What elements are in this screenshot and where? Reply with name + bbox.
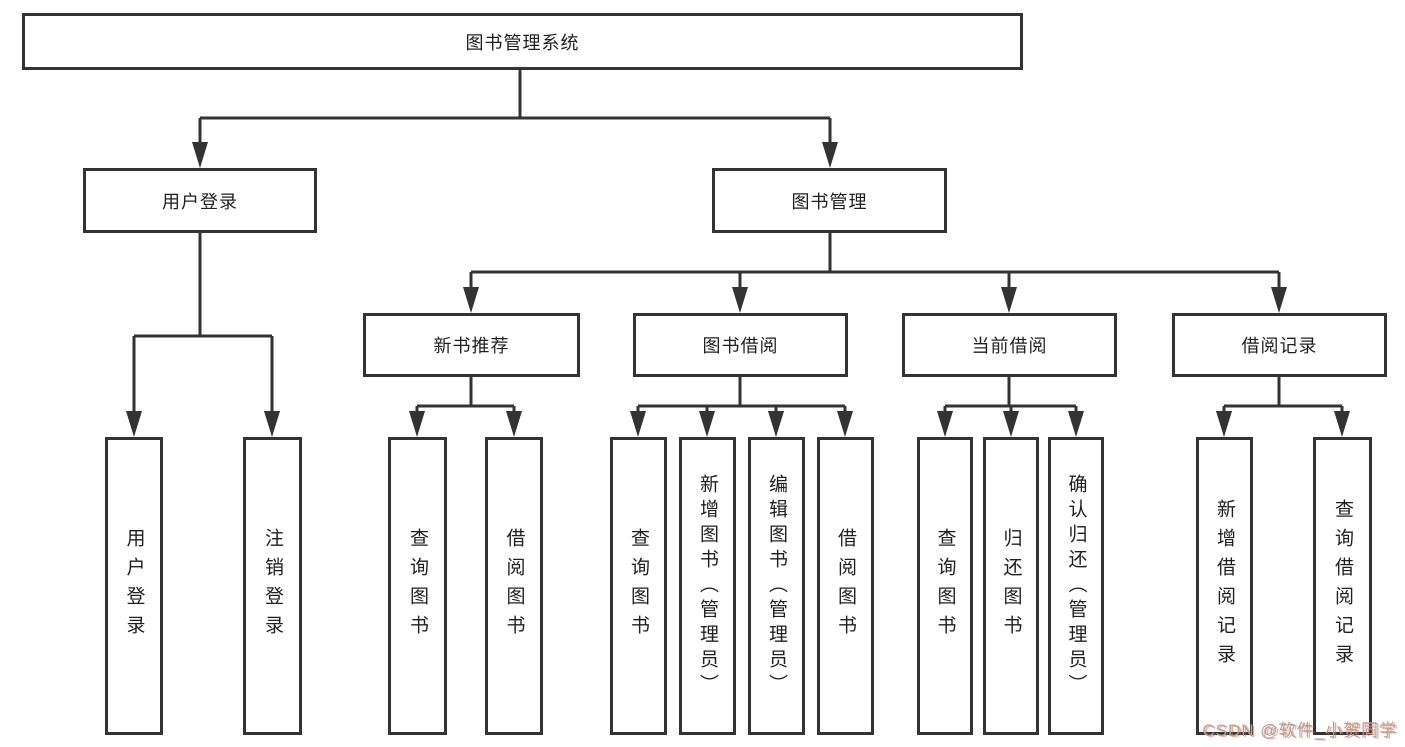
connector-path — [469, 233, 1281, 293]
arrowhead-down-icon — [409, 411, 425, 437]
arrowhead-down-icon — [1001, 287, 1017, 313]
arrowhead-down-icon — [837, 411, 853, 437]
node-label: 借阅记录 — [1241, 336, 1318, 356]
arrowhead-down-icon — [126, 411, 142, 437]
leaf-add-books-admin: 新增图书（管理员） — [679, 437, 736, 735]
leaf-query-borrow-record: 查询借阅记录 — [1313, 437, 1372, 735]
arrowhead-down-icon — [1216, 411, 1232, 437]
arrowhead-down-icon — [506, 411, 522, 437]
connector-path — [636, 377, 847, 417]
node-label: 新增图书（管理员） — [697, 473, 718, 699]
leaf-query-books-borrow: 查询图书 — [610, 437, 667, 735]
node-library-management-system: 图书管理系统 — [22, 13, 1023, 70]
leaf-logout: 注销登录 — [243, 437, 302, 735]
arrowhead-down-icon — [192, 142, 208, 168]
node-borrowing-records: 借阅记录 — [1172, 313, 1387, 377]
node-user-login-module: 用户登录 — [83, 168, 317, 233]
node-label: 查询图书 — [407, 528, 428, 644]
node-label: 新增借阅记录 — [1214, 499, 1235, 673]
leaf-query-books-newrec: 查询图书 — [388, 437, 447, 735]
leaf-edit-books-admin: 编辑图书（管理员） — [748, 437, 805, 735]
leaf-user-login: 用户登录 — [105, 437, 163, 735]
node-label: 借阅图书 — [835, 528, 856, 644]
node-label: 当前借阅 — [971, 336, 1048, 356]
node-label: 编辑图书（管理员） — [766, 473, 787, 699]
arrowhead-down-icon — [630, 411, 646, 437]
node-label: 用户登录 — [162, 191, 238, 212]
arrowhead-down-icon — [699, 411, 715, 437]
leaf-borrow-books-newrec: 借阅图书 — [485, 437, 543, 735]
node-label: 查询图书 — [934, 528, 956, 644]
arrowhead-down-icon — [1271, 287, 1287, 313]
leaf-query-books-current: 查询图书 — [917, 437, 973, 735]
connector-path — [132, 233, 274, 417]
arrowhead-down-icon — [1003, 411, 1019, 437]
node-label: 查询借阅记录 — [1332, 499, 1353, 673]
connector-path — [943, 377, 1078, 417]
connector-path — [415, 377, 516, 417]
node-label: 归还图书 — [1000, 528, 1022, 644]
node-label: 确认归还（管理员） — [1065, 473, 1087, 699]
node-current-borrowing: 当前借阅 — [902, 313, 1117, 377]
node-label: 图书管理系统 — [465, 32, 580, 53]
node-book-borrowing: 图书借阅 — [633, 313, 848, 377]
node-label: 借阅图书 — [503, 528, 525, 644]
arrowhead-down-icon — [463, 287, 479, 313]
node-label: 注销登录 — [262, 528, 283, 644]
arrowhead-down-icon — [822, 142, 838, 168]
arrowhead-down-icon — [1068, 411, 1084, 437]
node-label: 查询图书 — [628, 528, 649, 644]
arrowhead-down-icon — [264, 411, 280, 437]
node-label: 新书推荐 — [433, 336, 510, 356]
node-label: 图书管理 — [791, 191, 868, 212]
arrowhead-down-icon — [732, 287, 748, 313]
connector-path — [198, 70, 832, 148]
csdn-watermark: CSDN @软件_小贺同学 — [1202, 721, 1397, 740]
leaf-confirm-return-admin: 确认归还（管理员） — [1048, 437, 1104, 735]
arrowhead-down-icon — [768, 411, 784, 437]
leaf-return-books: 归还图书 — [983, 437, 1039, 735]
arrowhead-down-icon — [937, 411, 953, 437]
node-label: 图书借阅 — [702, 336, 779, 356]
node-book-management-module: 图书管理 — [712, 168, 947, 233]
connector-path — [1222, 377, 1344, 417]
arrowhead-down-icon — [1334, 411, 1350, 437]
leaf-add-borrow-record: 新增借阅记录 — [1196, 437, 1253, 735]
leaf-borrow-books: 借阅图书 — [817, 437, 874, 735]
node-label: 用户登录 — [123, 528, 145, 644]
node-new-book-recommendation: 新书推荐 — [363, 313, 580, 377]
